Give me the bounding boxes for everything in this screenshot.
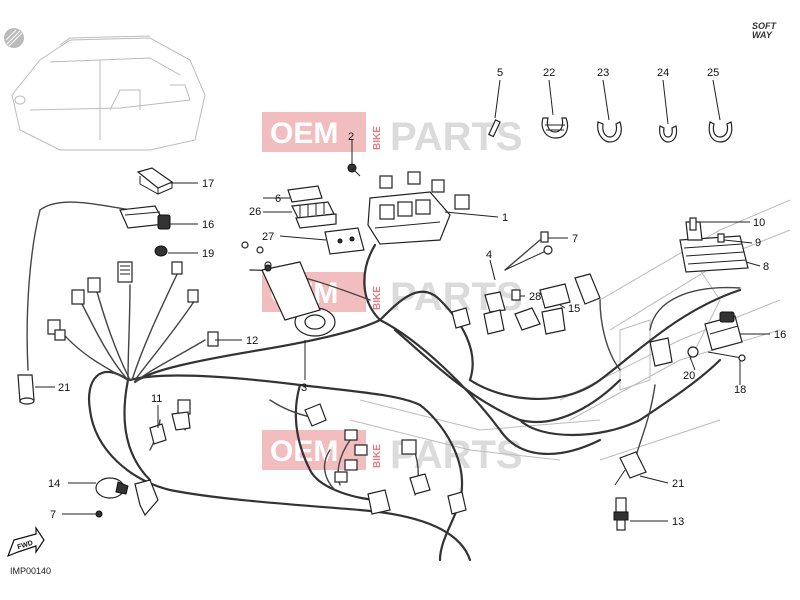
callout-5: 5 — [497, 67, 503, 79]
callout-7-lower: 7 — [50, 509, 56, 521]
svg-text:PARTS: PARTS — [390, 115, 523, 159]
fuse-holder-6[interactable] — [287, 185, 337, 229]
ignition-coil-16-right[interactable] — [704, 311, 743, 351]
svg-text:BIKE: BIKE — [372, 286, 383, 310]
callout-7-upper: 7 — [572, 233, 578, 245]
part-20[interactable] — [649, 337, 699, 367]
callout-20: 20 — [683, 370, 695, 382]
screw-7-upper[interactable] — [540, 231, 549, 243]
svg-text:FWD: FWD — [17, 540, 34, 552]
callout-19: 19 — [202, 248, 214, 260]
fwd-arrow-icon: FWD — [6, 526, 45, 558]
callout-17: 17 — [202, 178, 214, 190]
screw-10[interactable] — [689, 217, 697, 231]
callout-11: 11 — [151, 393, 162, 405]
spark-plug-cap-21-left[interactable] — [17, 374, 35, 405]
bracket-27[interactable] — [324, 227, 365, 255]
callout-10: 10 — [753, 217, 765, 229]
svg-text:BIKE: BIKE — [372, 444, 383, 468]
bolt-18[interactable] — [707, 351, 746, 362]
connector-11[interactable] — [149, 399, 191, 445]
callout-labels: 5 22 23 24 25 2 17 16 19 6 26 27 1 7 4 2… — [48, 67, 786, 528]
callout-8: 8 — [763, 261, 769, 273]
fuse-part[interactable] — [488, 119, 501, 138]
callout-2: 2 — [348, 131, 354, 143]
callout-24: 24 — [657, 67, 669, 79]
screw-7-lower[interactable] — [90, 510, 103, 518]
callout-25: 25 — [707, 67, 719, 79]
fuse-box-1[interactable] — [367, 171, 470, 245]
connector-15[interactable] — [539, 273, 601, 335]
callout-22: 22 — [543, 67, 555, 79]
callout-18: 18 — [734, 384, 746, 396]
connector-cluster-left[interactable] — [47, 261, 219, 347]
frame-outline — [349, 199, 791, 461]
ignition-coil-16-left[interactable] — [119, 205, 171, 230]
screw-9[interactable] — [717, 233, 725, 243]
callout-16-right: 16 — [774, 329, 786, 341]
callout-1: 1 — [502, 212, 508, 224]
fuel-tank-outline — [11, 35, 206, 151]
callout-6: 6 — [275, 193, 281, 205]
bracket-17[interactable] — [136, 167, 174, 195]
callout-4: 4 — [486, 249, 492, 261]
screw-2[interactable] — [347, 163, 361, 177]
callout-9: 9 — [755, 237, 761, 249]
spark-plug-13[interactable] — [613, 497, 629, 531]
grommet-19[interactable] — [154, 245, 168, 257]
callout-28: 28 — [529, 291, 541, 303]
cable-clamp-22[interactable] — [541, 117, 569, 139]
svg-text:OEM: OEM — [270, 117, 338, 150]
callout-13: 13 — [672, 516, 684, 528]
softway-logo: SOFT WAY — [752, 21, 776, 40]
spark-plug-cap-21-right[interactable] — [614, 451, 647, 486]
callout-26: 26 — [249, 206, 261, 218]
rod-4[interactable] — [504, 245, 553, 271]
callout-27: 27 — [262, 231, 274, 243]
small-parts-27-area[interactable] — [241, 241, 272, 269]
callout-3: 3 — [301, 382, 307, 394]
watermark-bottom: OEM BIKE PARTS — [262, 430, 523, 477]
callout-12: 12 — [246, 335, 258, 347]
svg-text:OEM: OEM — [270, 435, 338, 468]
diagram-code: IMP00140 — [10, 566, 52, 576]
connector-mid-group[interactable] — [451, 291, 541, 335]
main-harness — [26, 201, 742, 562]
svg-text:BIKE: BIKE — [372, 126, 383, 150]
leader-lines — [35, 79, 770, 522]
connector-28[interactable] — [511, 289, 521, 301]
callout-21-left: 21 — [58, 382, 70, 394]
corner-stamp-icon — [4, 28, 24, 48]
callout-14: 14 — [48, 478, 60, 490]
sensor-14[interactable] — [95, 477, 159, 517]
watermark-top: OEM BIKE PARTS — [262, 112, 523, 159]
cable-clip-24[interactable] — [659, 125, 678, 143]
callout-23: 23 — [597, 67, 609, 79]
cable-clip-25[interactable] — [708, 121, 733, 143]
connector-center-bundle[interactable] — [304, 403, 467, 515]
cable-clip-23[interactable] — [597, 121, 622, 143]
horn-component[interactable] — [261, 261, 336, 337]
callout-15: 15 — [568, 303, 580, 315]
callout-16-left: 16 — [202, 219, 214, 231]
callout-21-right: 21 — [672, 478, 684, 490]
